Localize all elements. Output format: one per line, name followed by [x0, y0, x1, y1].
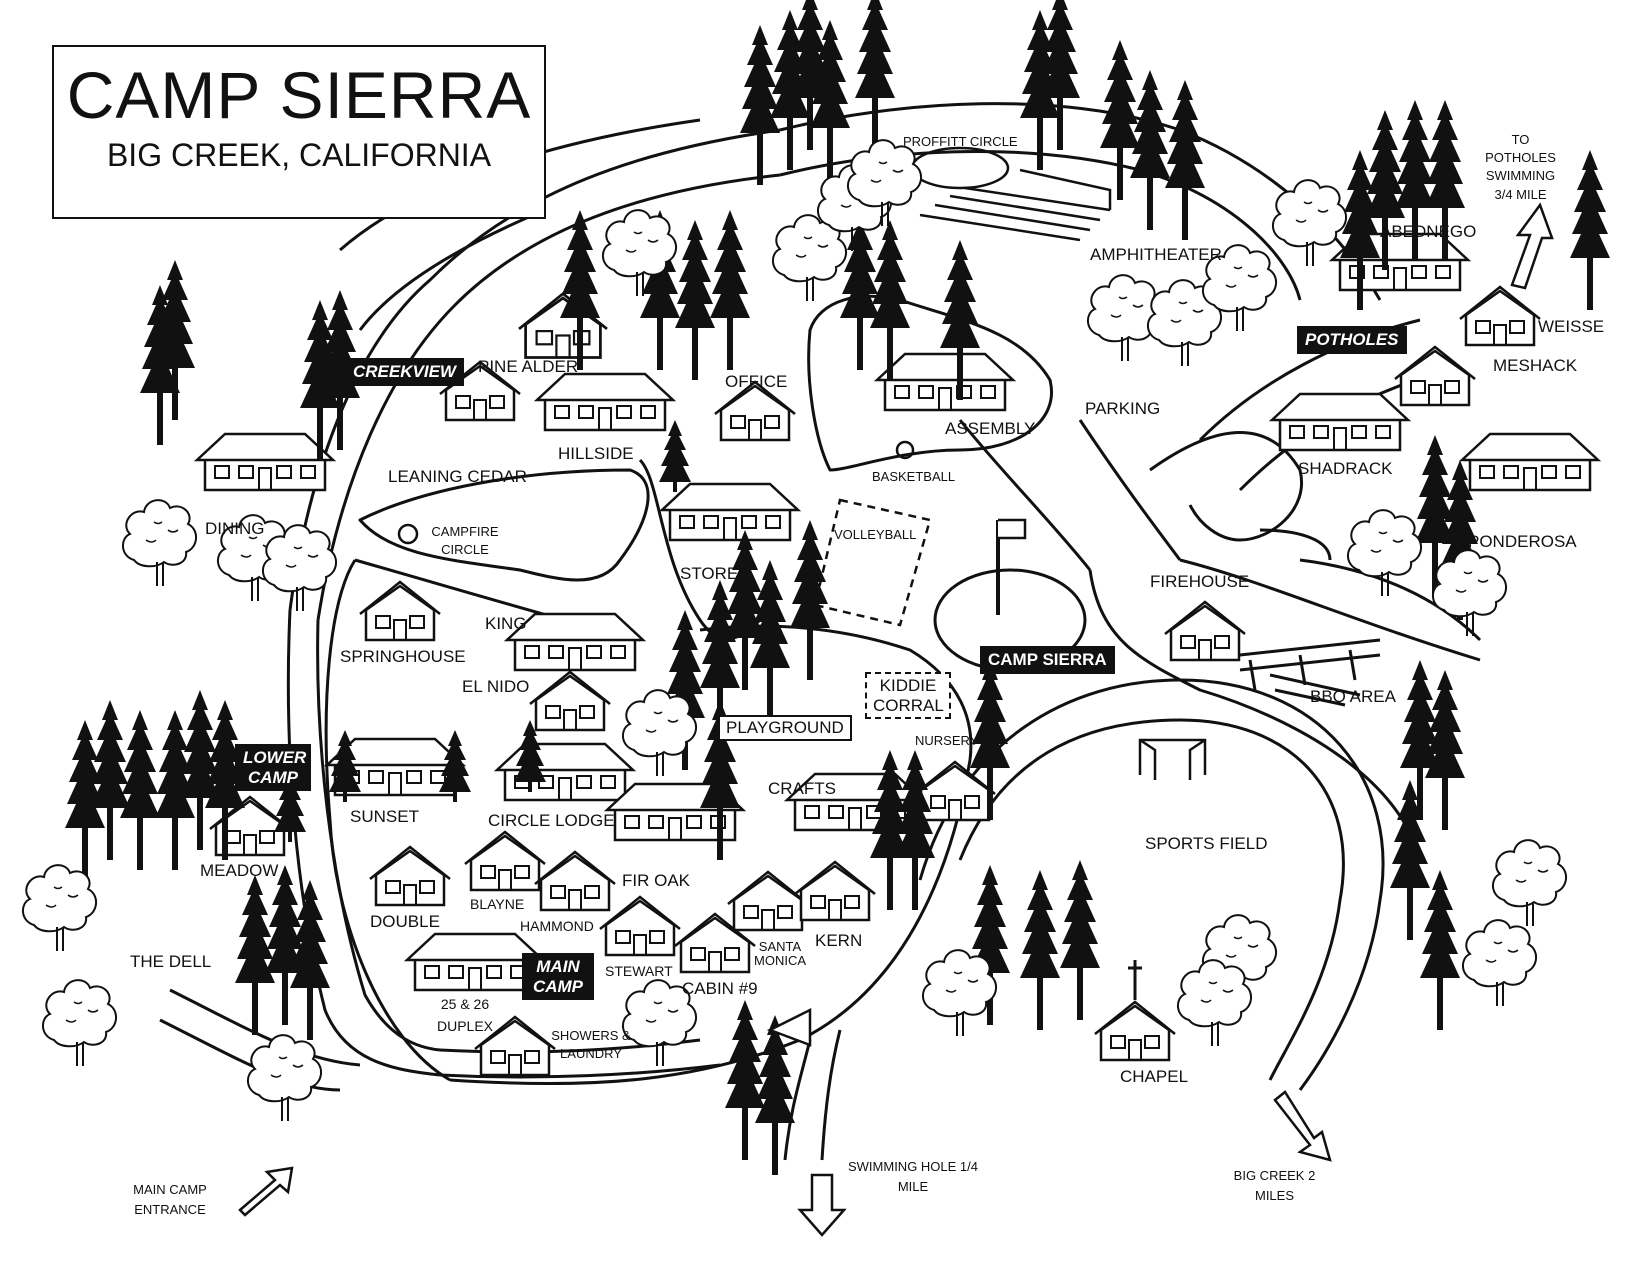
label-leaning-cedar[interactable]: LEANING CEDAR	[388, 467, 527, 486]
label-santa-monica[interactable]: SANTA MONICA	[754, 939, 806, 969]
label-stewart[interactable]: STEWART	[605, 963, 673, 979]
label-blayne[interactable]: BLAYNE	[470, 896, 525, 912]
label-double[interactable]: DOUBLE	[370, 912, 440, 931]
label-volleyball[interactable]: VOLLEYBALL	[834, 527, 917, 542]
label-el-nido[interactable]: EL NIDO	[462, 677, 530, 696]
label-parking[interactable]: PARKING	[1085, 399, 1161, 418]
label-meshack[interactable]: MESHACK	[1493, 356, 1578, 375]
label-springhouse[interactable]: SPRINGHOUSE	[340, 647, 466, 666]
label-shadrack[interactable]: SHADRACK	[1298, 459, 1393, 478]
area-camp-sierra[interactable]: CAMP SIERRA	[980, 646, 1115, 674]
label-sunset[interactable]: SUNSET	[350, 807, 419, 826]
map-title: CAMP SIERRA	[66, 58, 532, 132]
label-chapel[interactable]: CHAPEL	[1120, 1067, 1189, 1086]
label-king[interactable]: KING	[485, 614, 527, 633]
label-assembly[interactable]: ASSEMBLY	[945, 419, 1036, 438]
label-store[interactable]: STORE	[680, 564, 739, 583]
map-subtitle: BIG CREEK, CALIFORNIA	[106, 137, 492, 173]
label-playground[interactable]: PLAYGROUND	[718, 715, 852, 741]
area-potholes[interactable]: POTHOLES	[1297, 326, 1407, 354]
label-ponderosa[interactable]: PONDEROSA	[1468, 532, 1577, 551]
label-swimming-hole[interactable]: SWIMMING HOLE 1/4 MILE	[847, 1159, 979, 1194]
label-meadow[interactable]: MEADOW	[200, 861, 279, 880]
label-office[interactable]: OFFICE	[725, 372, 788, 391]
label-kiddie-corral[interactable]: KIDDIE CORRAL	[865, 672, 951, 720]
label-basketball[interactable]: BASKETBALL	[872, 469, 956, 484]
label-to-potholes[interactable]: TO POTHOLES SWIMMING 3/4 MILE	[1485, 132, 1556, 202]
label-dining[interactable]: DINING	[205, 519, 265, 538]
label-circle-lodge[interactable]: CIRCLE LODGE	[488, 811, 615, 830]
label-hammond[interactable]: HAMMOND	[520, 918, 594, 934]
map-title-box: CAMP SIERRA BIG CREEK, CALIFORNIA	[52, 45, 546, 219]
label-showers-laundry[interactable]: SHOWERS & LAUNDRY	[551, 1028, 631, 1062]
label-hillside[interactable]: HILLSIDE	[558, 444, 634, 463]
label-proffitt-circle[interactable]: PROFFITT CIRCLE	[903, 134, 1018, 149]
label-abednego[interactable]: ABEDNEGO	[1380, 222, 1477, 241]
label-sports-field[interactable]: SPORTS FIELD	[1145, 834, 1268, 853]
label-the-dell[interactable]: THE DELL	[130, 952, 212, 971]
label-bbq-area[interactable]: BBQ AREA	[1310, 687, 1396, 706]
label-pine-alder[interactable]: PINE ALDER	[478, 357, 579, 376]
label-amphitheater[interactable]: AMPHITHEATER	[1090, 245, 1222, 264]
label-fir-oak[interactable]: FIR OAK	[622, 871, 691, 890]
label-big-creek[interactable]: BIG CREEK 2 MILES	[1233, 1168, 1316, 1203]
label-firehouse[interactable]: FIREHOUSE	[1150, 572, 1250, 591]
label-campfire-circle[interactable]: CAMPFIRE CIRCLE	[431, 524, 499, 557]
label-weisse[interactable]: WEISSE	[1538, 317, 1605, 336]
area-lower-camp[interactable]: LOWER CAMP	[235, 744, 311, 792]
label-crafts[interactable]: CRAFTS	[768, 779, 836, 798]
label-25-26-duplex[interactable]: 25 & 26 DUPLEX	[436, 996, 494, 1035]
label-cabin-9[interactable]: CABIN #9	[682, 979, 758, 998]
area-main-camp[interactable]: MAIN CAMP	[522, 953, 594, 1001]
label-main-camp-entrance[interactable]: MAIN CAMP ENTRANCE	[133, 1182, 207, 1217]
area-creekview[interactable]: CREEKVIEW	[345, 358, 464, 386]
label-kern[interactable]: KERN	[815, 931, 863, 950]
label-nursery[interactable]: NURSERY	[915, 733, 979, 748]
